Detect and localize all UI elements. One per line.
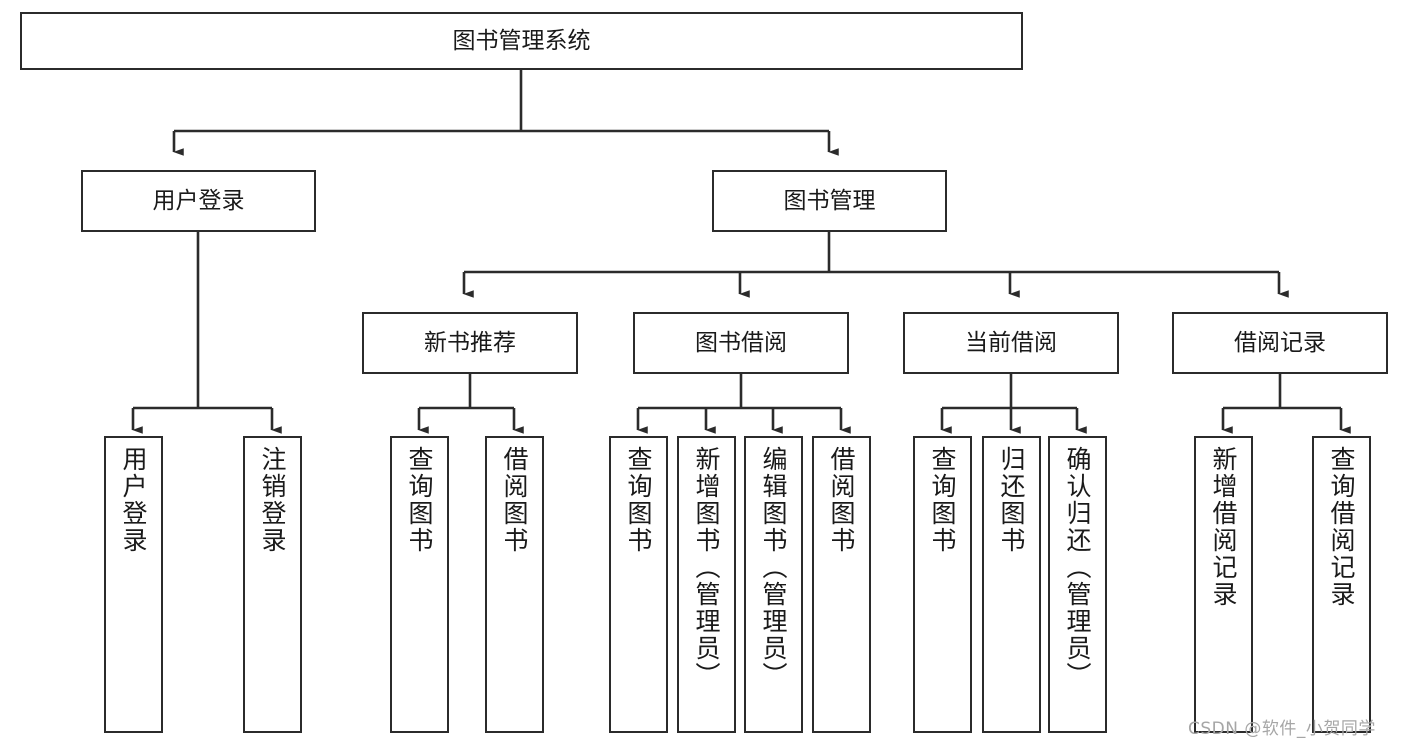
node-leaf-borrow-edit-book-admin[interactable]: 编辑图书（管理员） [744, 436, 803, 733]
node-leaf-new-book-borrow[interactable]: 借阅图书 [485, 436, 544, 733]
node-label: 用户登录 [119, 446, 148, 554]
node-leaf-borrow-add-book-admin[interactable]: 新增图书（管理员） [677, 436, 736, 733]
watermark-text: CSDN @软件_小贺同学 [1188, 719, 1376, 739]
node-leaf-user-login-action[interactable]: 用户登录 [104, 436, 163, 733]
edge-group-user-login [131, 232, 282, 434]
node-label: 用户登录 [152, 187, 245, 214]
node-leaf-new-book-query[interactable]: 查询图书 [390, 436, 449, 733]
node-leaf-borrow-borrow-book[interactable]: 借阅图书 [812, 436, 871, 733]
edge-group-current-borrow [940, 374, 1087, 434]
node-label: 借阅图书 [827, 446, 856, 554]
node-root-book-management-system[interactable]: 图书管理系统 [20, 12, 1023, 70]
node-current-borrow[interactable]: 当前借阅 [903, 312, 1119, 374]
edge-group-book-borrow [636, 374, 851, 434]
edge-group-book-manage [462, 232, 1289, 298]
node-label: 查询图书 [928, 446, 957, 554]
node-book-management[interactable]: 图书管理 [712, 170, 947, 232]
node-new-book-recommend[interactable]: 新书推荐 [362, 312, 578, 374]
node-leaf-user-logout-action[interactable]: 注销登录 [243, 436, 302, 733]
edge-group-root [172, 70, 839, 156]
node-user-login[interactable]: 用户登录 [81, 170, 316, 232]
node-label: 图书管理 [783, 187, 876, 214]
node-label: 新书推荐 [424, 329, 516, 356]
node-label: 借阅记录 [1234, 329, 1326, 356]
node-label: 图书借阅 [695, 329, 787, 356]
node-label: 当前借阅 [965, 329, 1057, 356]
node-book-borrow[interactable]: 图书借阅 [633, 312, 849, 374]
node-leaf-borrow-query-book[interactable]: 查询图书 [609, 436, 668, 733]
node-label: 查询借阅记录 [1327, 446, 1356, 608]
node-label: 查询图书 [624, 446, 653, 554]
node-leaf-current-query-book[interactable]: 查询图书 [913, 436, 972, 733]
node-leaf-current-confirm-return-admin[interactable]: 确认归还（管理员） [1048, 436, 1107, 733]
node-leaf-record-query-borrow-record[interactable]: 查询借阅记录 [1312, 436, 1371, 733]
node-label: 图书管理系统 [452, 27, 591, 54]
node-leaf-record-add-borrow-record[interactable]: 新增借阅记录 [1194, 436, 1253, 733]
node-label: 归还图书 [997, 446, 1026, 554]
edge-group-borrow-record [1221, 374, 1351, 434]
node-label: 借阅图书 [500, 446, 529, 554]
node-label: 新增借阅记录 [1209, 446, 1238, 608]
edge-group-new-book [417, 374, 524, 434]
node-label: 查询图书 [405, 446, 434, 554]
node-label: 确认归还（管理员） [1063, 446, 1092, 689]
node-label: 新增图书（管理员） [692, 446, 721, 689]
node-borrow-record[interactable]: 借阅记录 [1172, 312, 1388, 374]
node-label: 注销登录 [258, 446, 287, 554]
node-leaf-current-return-book[interactable]: 归还图书 [982, 436, 1041, 733]
node-label: 编辑图书（管理员） [759, 446, 788, 689]
